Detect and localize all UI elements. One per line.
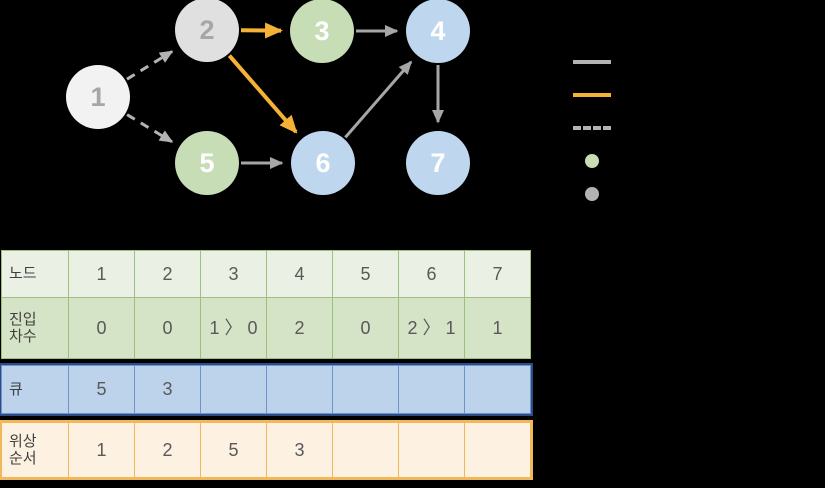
topo-cell	[332, 422, 399, 478]
legend-item-1	[573, 85, 621, 105]
graph-node-2[interactable]: 2	[175, 0, 239, 62]
legend-dot-icon	[585, 187, 599, 201]
table-row: 큐 5 3	[1, 365, 531, 414]
graph-node-7[interactable]: 7	[406, 131, 470, 195]
topo-cell: 2	[134, 422, 201, 478]
indegree-value-cell: 2 〉 1	[398, 297, 465, 359]
graph-edge-1-to-5	[126, 113, 174, 144]
legend-dot-swatch	[573, 151, 611, 171]
legend-item-3	[573, 151, 621, 171]
indegree-value-cell: 1	[464, 297, 531, 359]
graph-edge-6-to-4	[344, 60, 413, 139]
topological-order-table: 위상 순서 1 2 5 3	[0, 420, 533, 480]
legend-item-4	[573, 184, 621, 204]
indegree-node-cell: 5	[332, 250, 399, 298]
topo-cell	[464, 422, 531, 478]
legend-line-swatch	[573, 85, 611, 105]
indegree-value-cell: 0	[134, 297, 201, 359]
indegree-node-cell: 3	[200, 250, 267, 298]
legend-dashed-line-icon	[573, 126, 611, 130]
indegree-value-cell: 1 〉 0	[200, 297, 267, 359]
queue-cell	[200, 365, 267, 414]
indegree-node-cell: 7	[464, 250, 531, 298]
indegree-table: 노드 1 2 3 4 5 6 7 진입 차수 0 0 1 〉 0 2 0 2 〉…	[0, 248, 533, 361]
legend-line-swatch	[573, 118, 611, 138]
topo-row-label: 위상 순서	[1, 422, 69, 478]
table-row: 진입 차수 0 0 1 〉 0 2 0 2 〉 1 1	[1, 297, 531, 359]
indegree-node-cell: 2	[134, 250, 201, 298]
legend-dot-icon	[585, 154, 599, 168]
queue-cell: 5	[68, 365, 135, 414]
graph-node-6[interactable]: 6	[291, 131, 355, 195]
graph-node-3[interactable]: 3	[290, 0, 354, 63]
queue-cell	[266, 365, 333, 414]
queue-cell	[464, 365, 531, 414]
topo-cell	[398, 422, 465, 478]
graph-edge-2-to-6	[227, 54, 298, 134]
queue-cell: 3	[134, 365, 201, 414]
table-row: 노드 1 2 3 4 5 6 7	[1, 250, 531, 298]
indegree-node-cell: 4	[266, 250, 333, 298]
indegree-header-label: 노드	[1, 250, 69, 298]
topo-cell: 5	[200, 422, 267, 478]
graph-edges-layer	[126, 22, 444, 169]
queue-cell	[398, 365, 465, 414]
indegree-node-cell: 1	[68, 250, 135, 298]
queue-table: 큐 5 3	[0, 363, 533, 416]
legend	[573, 52, 803, 222]
legend-line-swatch	[573, 52, 611, 72]
graph-edge-1-to-2	[126, 50, 174, 81]
legend-line-icon	[573, 60, 611, 64]
topo-cell: 1	[68, 422, 135, 478]
queue-cell	[332, 365, 399, 414]
legend-line-icon	[573, 93, 611, 97]
indegree-node-cell: 6	[398, 250, 465, 298]
graph-node-1[interactable]: 1	[66, 65, 130, 129]
queue-row-label: 큐	[1, 365, 69, 414]
legend-item-0	[573, 52, 621, 72]
indegree-value-cell: 2	[266, 297, 333, 359]
table-row: 위상 순서 1 2 5 3	[1, 422, 531, 478]
graph-node-5[interactable]: 5	[175, 131, 239, 195]
indegree-value-cell: 0	[68, 297, 135, 359]
indegree-row-label: 진입 차수	[1, 297, 69, 359]
legend-item-2	[573, 118, 621, 138]
graph-node-4[interactable]: 4	[406, 0, 470, 63]
legend-dot-swatch	[573, 184, 611, 204]
topo-cell: 3	[266, 422, 333, 478]
indegree-value-cell: 0	[332, 297, 399, 359]
